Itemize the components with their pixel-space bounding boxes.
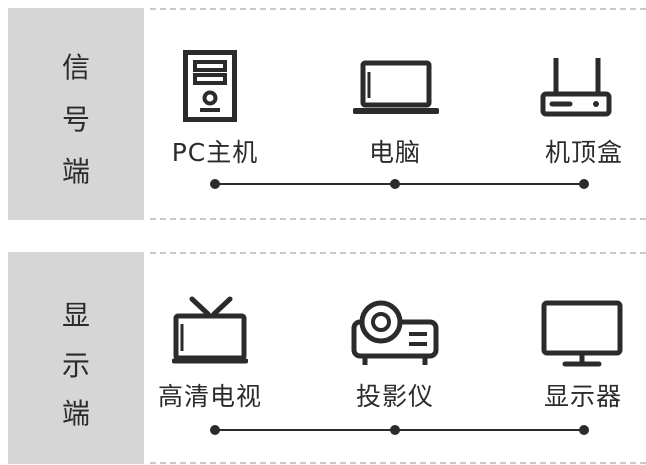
set-top-box-icon [540,58,612,117]
monitor-icon [541,300,623,367]
device-label-tv: 高清电视 [157,382,262,411]
pc-tower-icon [183,50,237,122]
device-projector: 投影仪 [335,296,455,416]
tv-icon [172,296,248,364]
device-label-projector: 投影仪 [355,382,434,411]
dashed-border-bottom [150,462,646,464]
device-label-laptop: 电脑 [368,138,421,167]
display-label-char: 显 [61,299,90,332]
device-label-monitor: 显示器 [543,382,622,411]
projector-icon [351,300,439,365]
dashed-border-top [150,252,646,254]
dashed-border-bottom [150,218,646,220]
device-monitor: 显示器 [523,296,643,416]
device-label-pc: PC主机 [171,138,259,167]
signal-label-char: 号 [61,103,90,136]
device-tv: 高清电视 [150,296,270,416]
display-panel: 显 示 端 [8,252,646,464]
dashed-border-top [150,8,646,10]
device-set-top-box: 机顶盒 [524,50,644,170]
device-laptop: 电脑 [335,50,455,170]
signal-side-label: 信 号 端 [8,8,144,220]
display-label-char: 端 [61,397,90,430]
signal-panel: 信 号 端 [8,8,646,220]
signal-label-char: 端 [61,155,90,188]
device-label-set-top-box: 机顶盒 [544,138,623,167]
display-side-label: 显 示 端 [8,252,144,464]
laptop-icon [353,60,439,114]
display-label-char: 示 [61,349,90,382]
signal-label-char: 信 [61,51,90,84]
device-pc: PC主机 [155,50,275,170]
